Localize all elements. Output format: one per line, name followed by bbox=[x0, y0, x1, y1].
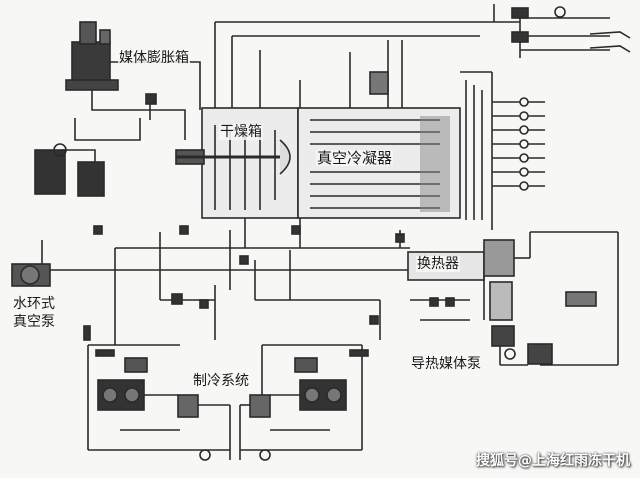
water-ring-pump-label-2: 真空泵 bbox=[12, 314, 56, 330]
water-ring-pump-label-1: 水环式 bbox=[12, 296, 56, 312]
vacuum-condenser-label: 真空冷凝器 bbox=[316, 149, 394, 167]
heat-exchanger-label: 换热器 bbox=[416, 256, 460, 272]
expansion-tank bbox=[65, 21, 119, 91]
refrigeration-unit-left bbox=[87, 344, 231, 461]
heat-medium-pump bbox=[410, 299, 553, 366]
valve-manifold bbox=[460, 71, 545, 230]
refrigeration-system-label: 制冷系统 bbox=[192, 373, 250, 389]
heat-medium-pump-label: 导热媒体泵 bbox=[410, 356, 482, 372]
watermark: 搜狐号@上海红雨冻干机 bbox=[476, 453, 630, 469]
piping-top bbox=[91, 4, 631, 140]
vacuum-pump-group bbox=[11, 118, 141, 287]
drying-chamber-label: 干燥箱 bbox=[219, 124, 263, 140]
valves-misc bbox=[83, 225, 455, 357]
expansion-tank-label: 媒体膨胀箱 bbox=[118, 50, 190, 66]
piping-middle bbox=[70, 218, 500, 345]
refrigeration-unit-right bbox=[239, 344, 363, 461]
